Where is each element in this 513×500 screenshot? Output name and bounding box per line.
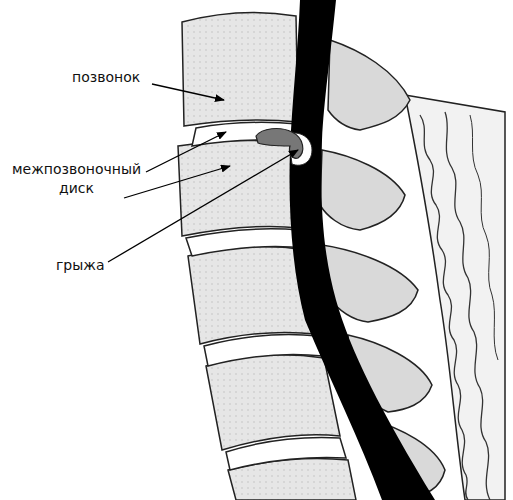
part-label: позвонок	[72, 68, 140, 87]
part-label: межпозвоночный диск	[4, 160, 149, 198]
part-label: грыжа	[56, 256, 105, 275]
